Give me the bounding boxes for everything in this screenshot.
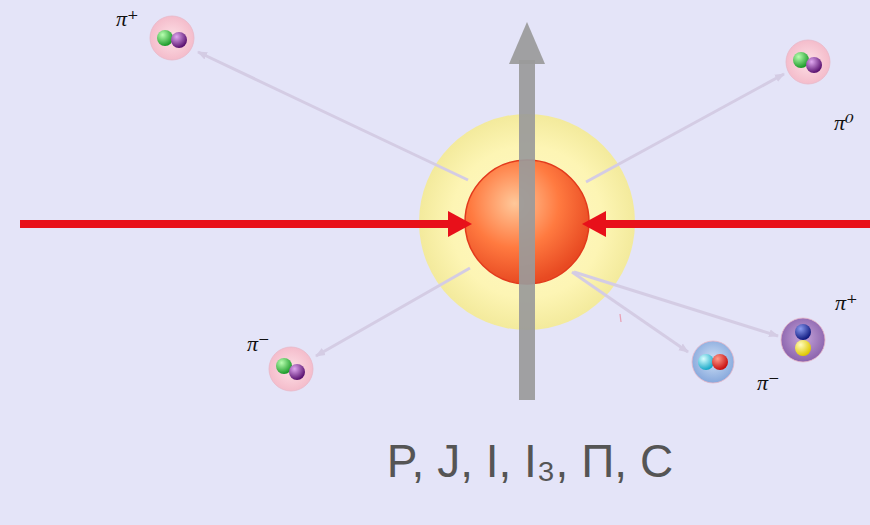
particle-label: π⁻ <box>247 333 270 355</box>
particle-sphere <box>690 339 736 385</box>
particle-label: π⁰ <box>834 112 854 134</box>
particle-sphere <box>267 345 315 393</box>
quantum-numbers: P, J, I, I₃, Π, C <box>387 436 673 487</box>
particle-label: π⁺ <box>116 8 139 30</box>
trajectory-arrows <box>198 52 784 356</box>
pion-particle: π⁺ <box>779 316 827 364</box>
particle-sphere <box>784 38 832 86</box>
pion-particle: π⁻ <box>267 345 315 393</box>
beam-arrows <box>20 211 870 237</box>
particle-sphere <box>779 316 827 364</box>
particle-sphere <box>148 14 196 62</box>
particle-label: π⁺ <box>835 292 858 314</box>
axis-arrow <box>509 22 545 400</box>
particle-label: π⁻ <box>757 372 780 394</box>
pion-particle: π⁻ <box>690 339 736 385</box>
pion-particle: π⁺ <box>148 14 196 62</box>
tick-mark <box>620 314 621 322</box>
pion-particle: π⁰ <box>784 38 832 86</box>
